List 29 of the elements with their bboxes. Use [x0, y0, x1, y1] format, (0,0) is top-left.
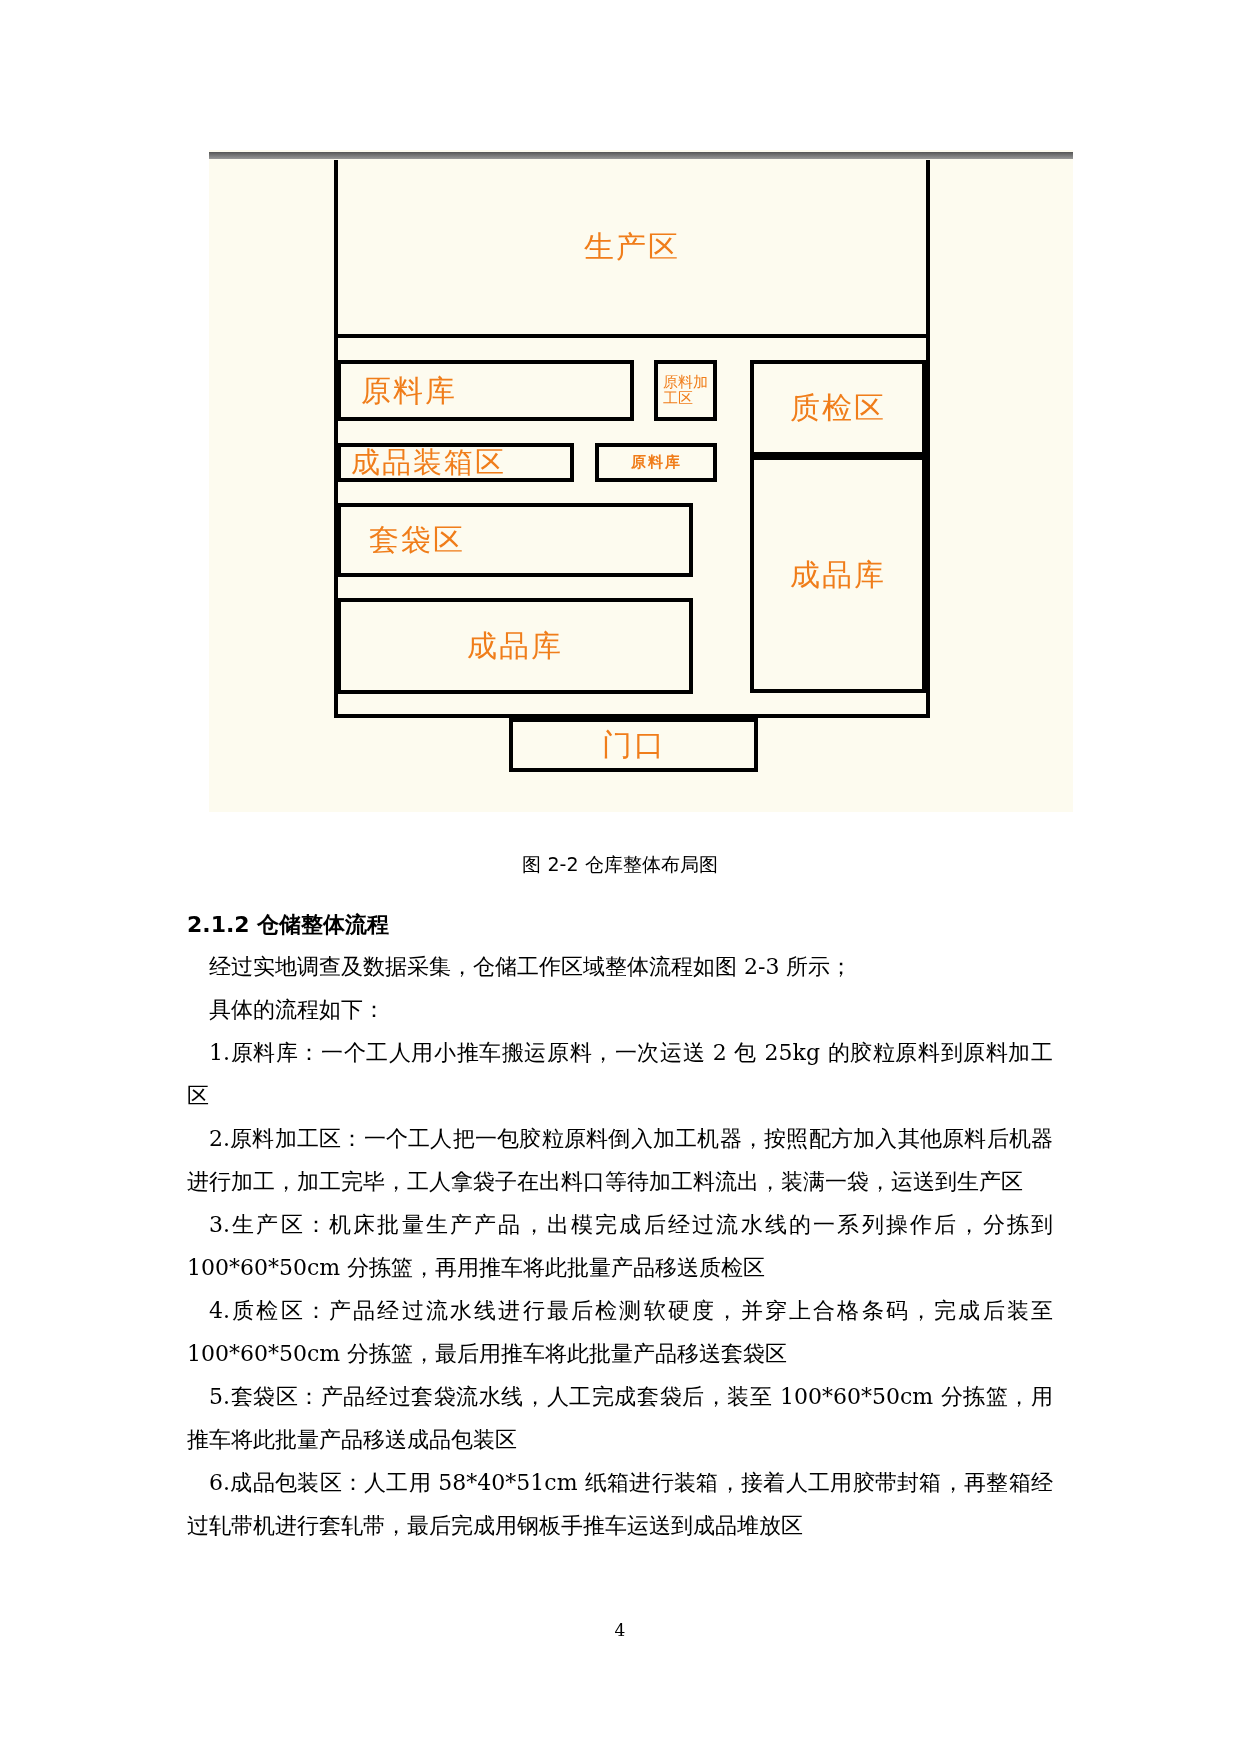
room-label: 原料库 [630, 454, 682, 471]
room-label: 原料加工区 [663, 374, 708, 407]
paragraph: 3.生产区：机床批量生产产品，出模完成后经过流水线的一系列操作后，分拣到 100*60*50cm 分拣篮，再用推车将此批量产品移送质检区 [187, 1211, 1053, 1282]
section-heading: 2.1.2 仓储整体流程 [187, 911, 390, 939]
paragraph: 5.套袋区：产品经过套袋流水线，人工完成套袋后，装至 100*60*50cm 分拣篮，用推车将此批量产品移送成品包装区 [187, 1383, 1053, 1454]
room-box [337, 503, 693, 577]
page-number: 4 [613, 1620, 627, 1640]
room-box [509, 718, 758, 772]
room-label: 成品库 [467, 630, 563, 662]
paragraph: 2.原料加工区：一个工人把一包胶粒原料倒入加工机器，按照配方加入其他原料后机器进行加工，加工完毕，工人拿袋子在出料口等待加工料流出，装满一袋，运送到生产区 [187, 1125, 1053, 1196]
paragraph: 具体的流程如下： [208, 996, 386, 1024]
room-label: 门口 [601, 729, 666, 761]
room-box [337, 598, 693, 694]
figure-caption: 图 2-2 仓库整体布局图 [521, 852, 719, 877]
room-box [654, 360, 717, 421]
room-box [337, 443, 574, 482]
room-label: 成品库 [790, 558, 886, 591]
room-label: 原料库 [361, 374, 457, 407]
room-label: 成品装箱区 [351, 447, 506, 478]
room-label: 生产区 [584, 231, 680, 263]
paragraph: 4.质检区：产品经过流水线进行最后检测软硬度，并穿上合格条码，完成后装至 100*60*50cm 分拣篮，最后用推车将此批量产品移送套袋区 [187, 1297, 1053, 1368]
room-label: 质检区 [790, 392, 886, 424]
paragraph: 6.成品包装区：人工用 58*40*51cm 纸箱进行装箱，接着人工用胶带封箱，再整箱经过轧带机进行套轧带，最后完成用钢板手推车运送到成品堆放区 [187, 1469, 1053, 1540]
paragraph: 1.原料库：一个工人用小推车搬运原料，一次运送 2 包 25kg 的胶粒原料到原料加工区 [187, 1039, 1053, 1110]
paragraph: 经过实地调查及数据采集，仓储工作区域整体流程如图 2-3 所示； [208, 953, 854, 981]
room-label: 套袋区 [369, 524, 465, 556]
room-box [595, 443, 717, 482]
building-outline [334, 160, 930, 718]
room-box [337, 360, 634, 421]
